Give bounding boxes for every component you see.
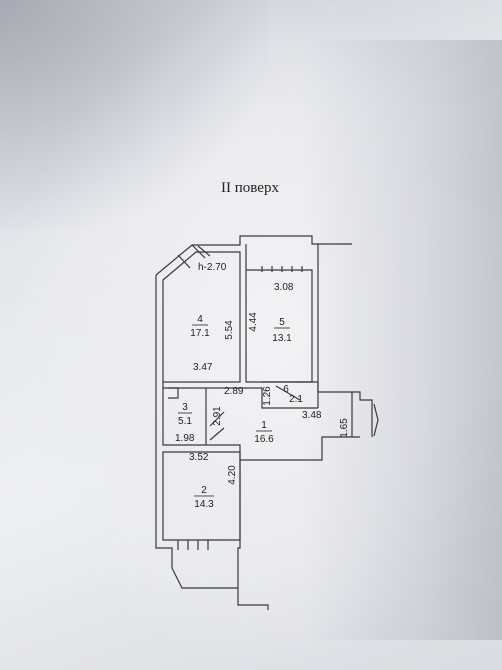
dim-4-44: 4.44 — [248, 312, 259, 332]
page-shadow — [0, 0, 270, 230]
room-1-number: 1 — [261, 420, 267, 431]
dim-2-89: 2.89 — [224, 386, 244, 397]
walls — [155, 235, 379, 610]
dim-2-91: 2.91 — [212, 406, 223, 426]
room-6-area: 2.1 — [289, 394, 303, 405]
room-3-number: 3 — [182, 402, 188, 413]
dim-3-52: 3.52 — [189, 452, 209, 463]
page-shadow-right — [302, 40, 502, 640]
dim-1-65: 1.65 — [339, 418, 350, 438]
ceiling-height-label: h-2.70 — [198, 262, 227, 273]
room-6-number: 6 — [283, 384, 289, 395]
dim-3-47: 3.47 — [193, 362, 213, 373]
dim-3-08: 3.08 — [274, 282, 294, 293]
dim-3-48: 3.48 — [302, 410, 322, 421]
dim-1-98: 1.98 — [175, 433, 195, 444]
dim-4-20: 4.20 — [227, 465, 238, 485]
room-4-number: 4 — [197, 314, 203, 325]
dim-1-26: 1.26 — [262, 386, 273, 406]
room-2-area: 14.3 — [194, 499, 214, 510]
room-3-area: 5.1 — [178, 416, 192, 427]
room-1-area: 16.6 — [254, 434, 274, 445]
dim-5-54: 5.54 — [224, 320, 235, 340]
room-4-area: 17.1 — [190, 328, 210, 339]
room-5-area: 13.1 — [272, 333, 292, 344]
room-2-number: 2 — [201, 485, 207, 496]
floor-title: II поверх — [221, 180, 279, 196]
room-5-number: 5 — [279, 317, 285, 328]
